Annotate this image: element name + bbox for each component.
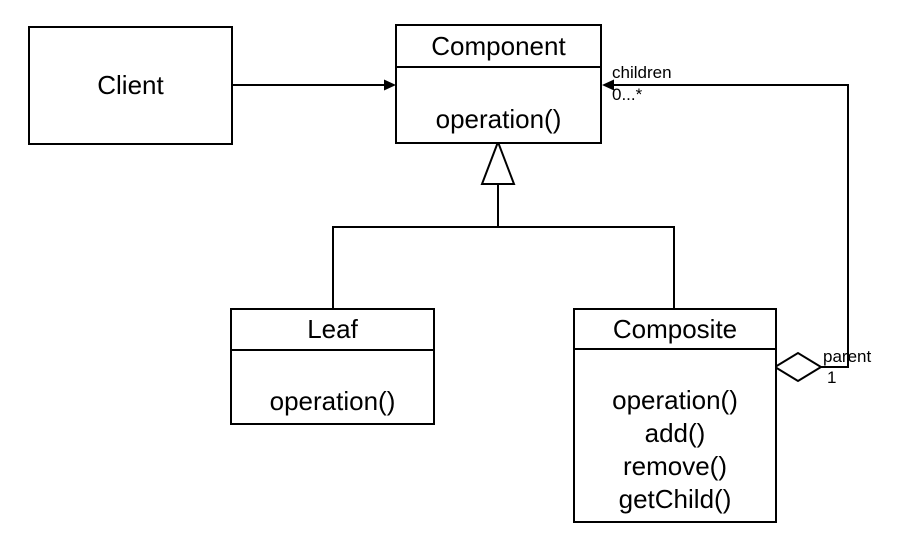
method-label: operation(): [435, 103, 562, 134]
method-label: add(): [644, 418, 706, 448]
aggregation-diamond-icon: [773, 351, 823, 383]
inheritance-triangle-icon: [480, 139, 516, 185]
aggregation-arrowhead-icon: [602, 79, 614, 91]
inheritance-tree-line: [332, 226, 675, 308]
method-label: operation(): [612, 385, 738, 415]
children-role-label: children: [612, 63, 672, 82]
class-box-component: Component operation(): [395, 24, 602, 144]
parent-multiplicity-label: 1: [827, 368, 837, 387]
aggregation-children-line: [612, 84, 849, 368]
class-box-leaf: Leaf operation(): [230, 308, 435, 425]
method-label: operation(): [269, 385, 396, 416]
method-label: remove(): [622, 451, 727, 481]
class-title-component: Component: [397, 26, 600, 68]
class-title-leaf: Leaf: [232, 310, 433, 351]
class-members-component: operation(): [397, 68, 600, 142]
class-title-composite: Composite: [575, 310, 775, 350]
method-label: getChild(): [618, 484, 732, 514]
class-members-composite: operation() add() remove() getChild(): [575, 350, 775, 521]
class-title-client: Client: [97, 70, 164, 100]
class-box-client: Client: [28, 26, 233, 145]
association-arrowhead-icon: [384, 79, 396, 91]
parent-role-label: parent: [823, 347, 872, 366]
class-box-composite: Composite operation() add() remove() get…: [573, 308, 777, 523]
children-multiplicity-label: 0...*: [612, 85, 643, 104]
class-members-leaf: operation(): [232, 351, 433, 423]
